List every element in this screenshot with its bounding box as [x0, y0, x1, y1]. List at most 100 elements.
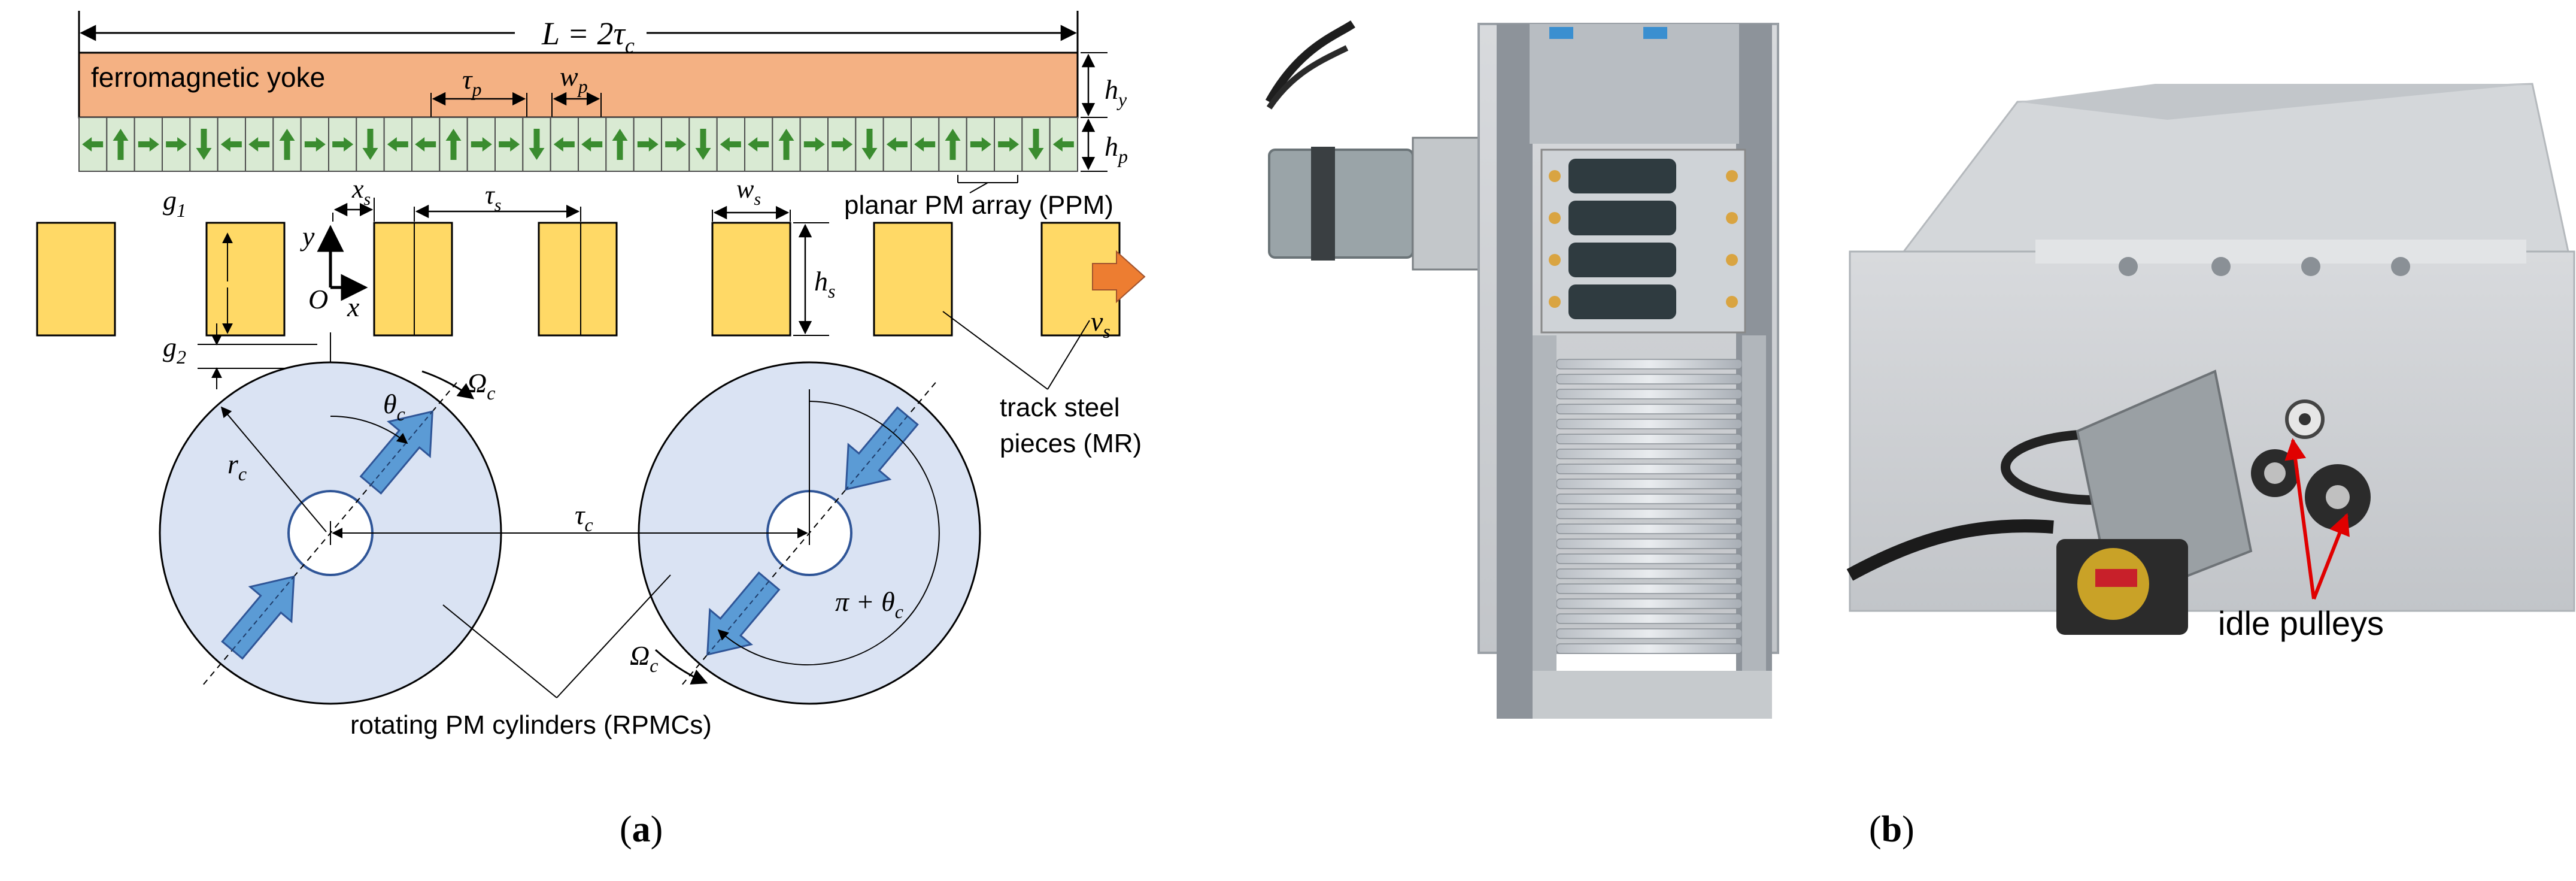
- pm-cell: [300, 117, 329, 172]
- pm-cell: [356, 117, 385, 172]
- omega-c-label-2: Ωc: [630, 640, 658, 676]
- y-axis-label: y: [300, 221, 315, 252]
- pm-cell: [550, 117, 579, 172]
- magnetization-arrow: [279, 129, 295, 160]
- track-bar: [1556, 508, 1743, 519]
- pi-theta-marker: π + θc: [717, 401, 940, 665]
- pm-cell: [1049, 117, 1078, 172]
- pm-cell: [882, 117, 912, 172]
- magnetization-arrow: [1052, 137, 1074, 152]
- track-bar: [1556, 583, 1743, 594]
- magnetization-arrow: [695, 129, 711, 160]
- magnetization-arrow: [138, 137, 159, 152]
- track-bar: [1556, 464, 1743, 474]
- track-bar: [1556, 628, 1743, 639]
- pm-cell: [799, 117, 829, 172]
- magnetization-arrow: [581, 137, 603, 152]
- h-s-label: hs: [814, 266, 835, 302]
- cylinder-magnet: [221, 575, 295, 660]
- tau-p-dimension: τp: [430, 64, 527, 123]
- w-s-dimension: ws: [712, 174, 791, 222]
- track-steel-piece: [373, 222, 453, 337]
- magnetization-arrow: [778, 129, 794, 160]
- track-steel-piece: [538, 222, 618, 337]
- pm-cell: [605, 117, 635, 172]
- pm-cell: [938, 117, 967, 172]
- w-p-label: wp: [560, 61, 588, 97]
- pm-cell: [688, 117, 718, 172]
- pm-cell: [133, 117, 163, 172]
- pm-cell: [106, 117, 135, 172]
- pm-cell: [911, 117, 940, 172]
- magnetization-arrow: [803, 137, 825, 152]
- length-label: L = 2τc: [541, 16, 635, 57]
- track-bar: [1556, 359, 1743, 370]
- v-s-label: vs: [1091, 306, 1110, 342]
- pm-cell: [411, 117, 441, 172]
- caption-a: (a): [620, 809, 663, 850]
- omega-c-label-1: Ωc: [467, 368, 495, 404]
- pm-cell: [245, 117, 274, 172]
- x-s-label: xs: [351, 174, 371, 209]
- h-y-label: hy: [1105, 74, 1127, 110]
- magnetization-arrow: [748, 137, 769, 152]
- track-bar: [1556, 419, 1743, 429]
- track-label-line2: pieces (MR): [1000, 429, 1142, 458]
- omega-c-marker-2: Ωc: [630, 640, 708, 685]
- track-bar: [1556, 494, 1743, 504]
- magnetization-arrow: [529, 129, 545, 160]
- pm-cell: [744, 117, 773, 172]
- track-bar: [1556, 568, 1743, 579]
- r-c-label: rc: [227, 449, 247, 485]
- cylinder-magnet: [845, 406, 919, 491]
- g2-dimension: g2: [163, 323, 323, 389]
- theta-c-label: θc: [383, 389, 405, 425]
- pm-cell: [966, 117, 995, 172]
- track-bar: [1556, 538, 1743, 549]
- magnetization-arrow: [499, 137, 520, 152]
- magnetization-arrow: [720, 137, 741, 152]
- magnetization-arrow: [998, 137, 1020, 152]
- track-steel-piece: [873, 222, 953, 337]
- pm-cell: [162, 117, 191, 172]
- track-steel-piece: [711, 222, 791, 337]
- g1-label: g1: [163, 185, 186, 221]
- track-bar: [1556, 553, 1743, 564]
- track-label-group: track steel pieces (MR): [942, 311, 1142, 458]
- g2-label: g2: [163, 332, 186, 368]
- planar-pm-array: [78, 117, 1078, 172]
- h-s-dimension: hs: [793, 222, 835, 336]
- origin-label: O: [308, 284, 328, 314]
- velocity-arrow: vs: [1091, 250, 1146, 342]
- track-bar: [1556, 389, 1743, 399]
- idle-pulleys-label: idle pulleys: [2218, 604, 2384, 642]
- pm-cell: [578, 117, 607, 172]
- magnetization-arrow: [362, 129, 378, 160]
- magnetization-arrow: [914, 137, 936, 152]
- track-bar: [1556, 613, 1743, 624]
- track-steel-piece: [205, 222, 286, 337]
- track-bar: [1556, 523, 1743, 534]
- x-axis-label: x: [347, 292, 360, 322]
- magnetization-arrow: [248, 137, 270, 152]
- magnetization-arrow: [665, 137, 687, 152]
- pm-cell: [522, 117, 551, 172]
- tau-s-dimension: τs: [414, 180, 581, 222]
- magnetization-arrow: [113, 129, 129, 160]
- track-bar: [1556, 374, 1743, 385]
- track-bar: [1556, 643, 1743, 654]
- x-s-dimension: xs: [332, 174, 375, 222]
- rpmc-label-group: rotating PM cylinders (RPMCs): [350, 574, 712, 740]
- pm-cell: [633, 117, 662, 172]
- magnetization-arrow: [637, 137, 659, 152]
- magnetization-arrow: [970, 137, 991, 152]
- omega-c-marker-1: Ωc: [421, 368, 495, 404]
- pm-cell: [272, 117, 302, 172]
- pm-cell: [716, 117, 745, 172]
- photo-side-view: idle pulleys: [1844, 66, 2576, 642]
- tau-s-label: τs: [485, 180, 501, 215]
- pm-cell: [494, 117, 524, 172]
- tau-c-label: τc: [575, 499, 593, 535]
- pm-cell: [383, 117, 413, 172]
